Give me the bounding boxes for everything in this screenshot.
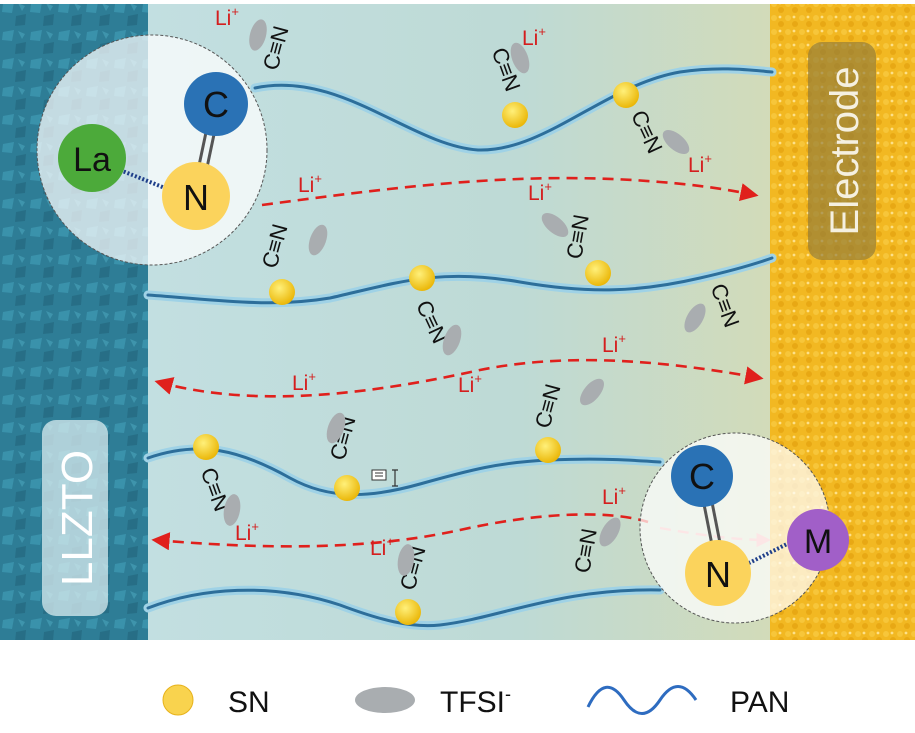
legend-tfsi-text: TFSI <box>440 686 505 719</box>
tfsi-anion <box>308 224 328 256</box>
tfsi-anion <box>326 412 346 444</box>
sn-molecule <box>269 279 295 305</box>
pan-chain-2 <box>143 253 777 308</box>
li-ion-label: Li+ <box>370 534 394 560</box>
legend-tfsi-charge: - <box>505 684 511 704</box>
llzto-label-text: LLZTO <box>53 450 102 586</box>
sn-molecule <box>585 260 611 286</box>
tfsi-anion <box>580 378 604 406</box>
tfsi-anion <box>510 42 530 74</box>
tfsi-anion <box>397 544 415 576</box>
arrow-1 <box>261 176 759 207</box>
li-ion-label: Li+ <box>528 179 552 205</box>
sn-molecule <box>334 475 360 501</box>
tfsi-anion <box>684 303 706 333</box>
li-ion-label: Li+ <box>235 519 259 545</box>
atom-m-label: M <box>804 523 832 561</box>
atom-n <box>685 540 751 606</box>
legend: SN TFSI- PAN <box>162 684 789 719</box>
sn-molecule <box>409 265 435 291</box>
sn-molecule <box>193 434 219 460</box>
atom-c <box>671 445 733 507</box>
electrode-label-text: Electrode <box>823 67 867 236</box>
pan-chain-1 <box>250 64 777 155</box>
arrow-2 <box>154 358 764 398</box>
sn-molecule <box>613 82 639 108</box>
li-ion-label: Li+ <box>292 369 316 395</box>
legend-sn-label: SN <box>228 686 270 719</box>
legend-pan-marker <box>586 685 698 715</box>
tfsi-anion <box>442 324 462 356</box>
sn-molecules <box>193 82 639 625</box>
atom-la-label: La <box>73 141 111 179</box>
atom-c-label-2: C <box>689 456 715 497</box>
atom-n-label: N <box>183 177 209 218</box>
m-n-coordination-bond <box>744 538 796 567</box>
inset-la-coordination: C La N <box>36 34 268 266</box>
atom-c-label: C <box>203 84 229 125</box>
li-ion-label: Li+ <box>688 151 712 177</box>
pan-chain-3 <box>143 444 665 499</box>
legend-tfsi-marker <box>355 687 415 713</box>
tfsi-anion <box>662 130 690 154</box>
pan-chain-4 <box>143 585 665 631</box>
li-ion-label: Li+ <box>522 24 546 50</box>
tfsi-anion <box>599 517 621 547</box>
tfsi-anion <box>541 213 569 237</box>
li-ion-label: Li+ <box>602 483 626 509</box>
inset-m-coordination: C M N <box>639 432 849 624</box>
legend-tfsi-label: TFSI- <box>440 684 511 719</box>
llzto-label: LLZTO <box>42 420 108 616</box>
atom-c <box>184 72 248 136</box>
atom-n <box>162 162 230 230</box>
electrode-label: Electrode <box>808 42 876 260</box>
atom-m <box>787 509 849 571</box>
pan-chains <box>143 64 777 631</box>
text-cursor-icon <box>371 469 398 487</box>
tfsi-anions <box>223 19 706 576</box>
li-ion-labels: Li+ Li+ Li+ Li+ Li+ Li+ Li+ Li+ Li+ Li+ Li+ <box>215 4 712 560</box>
la-n-coordination-bond <box>119 168 171 192</box>
sn-molecule <box>395 599 421 625</box>
legend-pan-label: PAN <box>730 686 789 719</box>
tfsi-anion <box>249 19 267 51</box>
atom-la <box>58 124 126 192</box>
li-ion-label: Li+ <box>458 371 482 397</box>
li-ion-label: Li+ <box>215 4 239 30</box>
li-ion-label: Li+ <box>298 171 322 197</box>
sn-molecule <box>535 437 561 463</box>
legend-sn-marker <box>162 684 194 716</box>
li-transport-arrows <box>151 176 764 551</box>
arrow-3 <box>151 513 649 551</box>
sn-molecule <box>502 102 528 128</box>
tfsi-anion <box>223 494 241 526</box>
atom-n-label-2: N <box>705 554 731 595</box>
li-ion-label: Li+ <box>602 331 626 357</box>
